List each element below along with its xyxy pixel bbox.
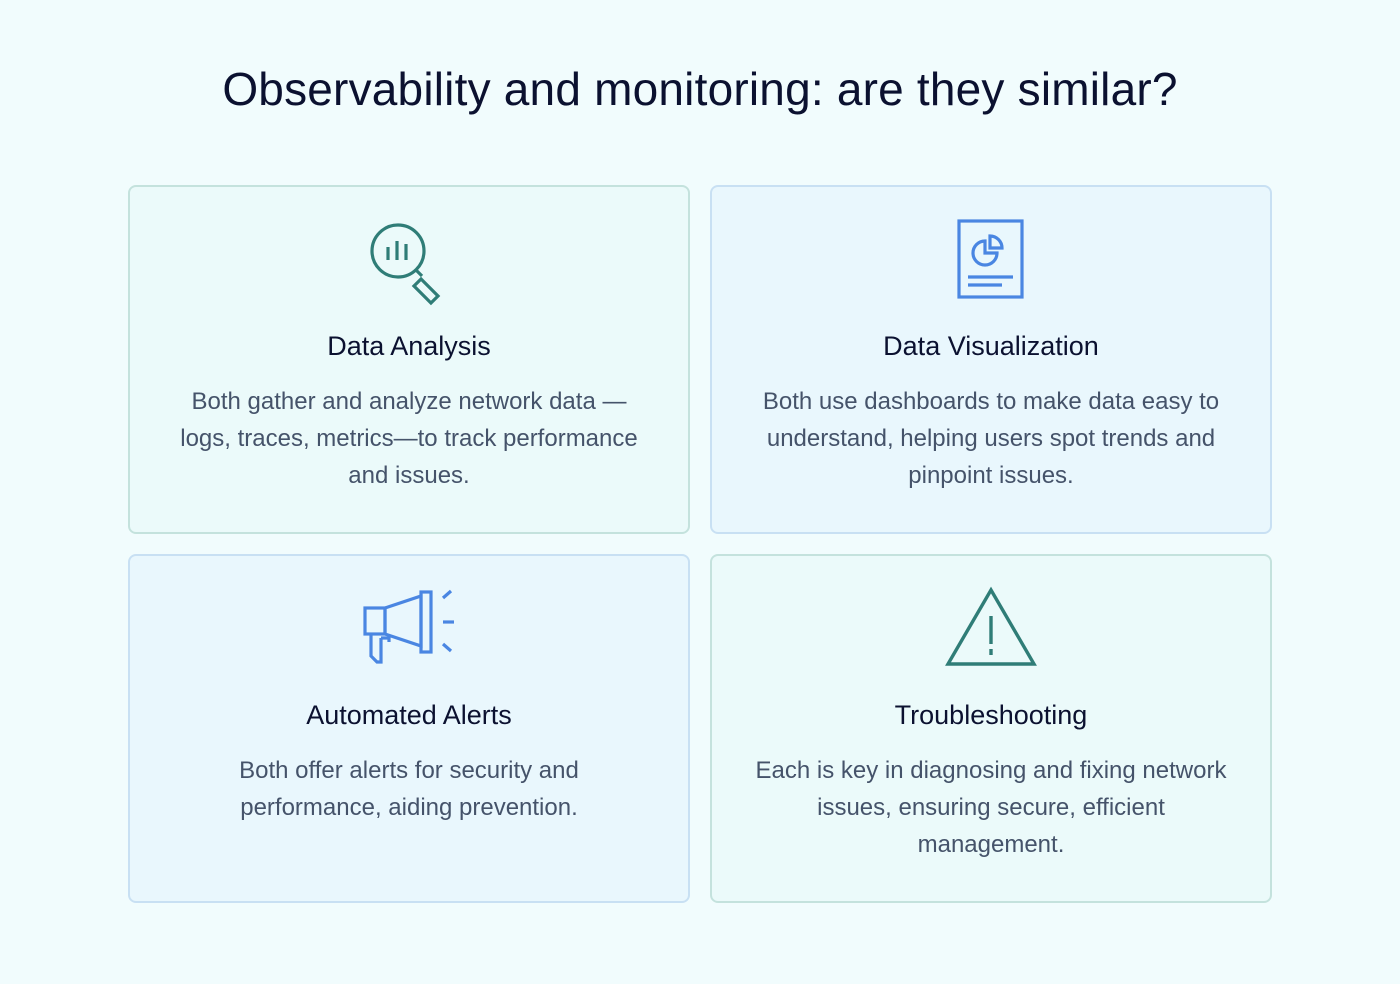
card-data-analysis: Data Analysis Both gather and analyze ne… bbox=[128, 185, 690, 534]
card-troubleshooting: Troubleshooting Each is key in diagnosin… bbox=[710, 554, 1272, 903]
page-title: Observability and monitoring: are they s… bbox=[222, 63, 1178, 115]
megaphone-icon bbox=[359, 586, 459, 676]
document-pie-chart-icon bbox=[941, 217, 1041, 307]
card-title: Data Visualization bbox=[883, 331, 1099, 361]
card-description: Both gather and analyze network data —lo… bbox=[180, 388, 638, 489]
card-title: Automated Alerts bbox=[306, 700, 512, 730]
card-title: Troubleshooting bbox=[894, 700, 1088, 730]
warning-triangle-icon bbox=[941, 586, 1041, 676]
card-description: Both offer alerts for security and perfo… bbox=[239, 757, 579, 821]
card-description: Each is key in diagnosing and fixing net… bbox=[755, 757, 1227, 858]
card-automated-alerts: Automated Alerts Both offer alerts for s… bbox=[128, 554, 690, 903]
card-description: Both use dashboards to make data easy to… bbox=[762, 388, 1220, 489]
magnifier-bar-chart-icon bbox=[359, 217, 459, 307]
card-title: Data Analysis bbox=[327, 331, 491, 361]
card-data-visualization: Data Visualization Both use dashboards t… bbox=[710, 185, 1272, 534]
